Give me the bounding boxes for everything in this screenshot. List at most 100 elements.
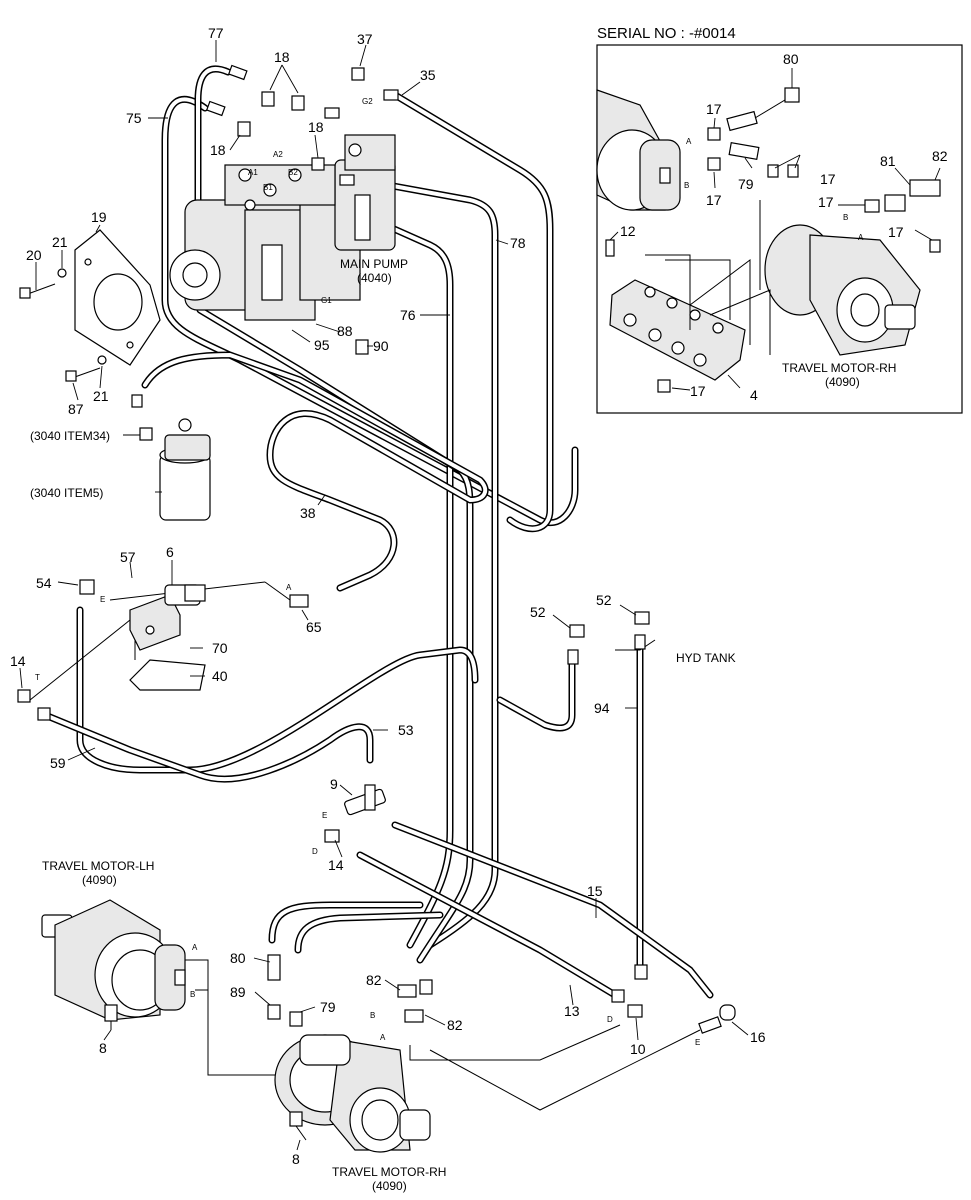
callout-8: 8 — [292, 1151, 300, 1167]
travel-motor-rh-label: TRAVEL MOTOR-RH — [332, 1165, 446, 1179]
inset-travel-motor-rh-label: TRAVEL MOTOR-RH — [782, 361, 896, 375]
line-filter — [139, 418, 211, 521]
port-e-tee: E — [322, 811, 327, 820]
port-d-10: D — [607, 1015, 613, 1024]
callout-88: 88 — [337, 323, 353, 339]
callout-20: 20 — [26, 247, 42, 263]
inset-callout-17: 17 — [706, 192, 722, 208]
inset-callout-4: 4 — [750, 387, 758, 403]
port-a-rh: A — [380, 1033, 386, 1042]
callout-53: 53 — [398, 722, 414, 738]
text-labels: SERIAL NO : -#0014 MAIN PUMP (4040) TRAV… — [30, 25, 896, 1193]
callout-10: 10 — [630, 1041, 646, 1057]
inset-port-a: A — [686, 137, 692, 146]
serial-inset — [596, 44, 963, 414]
callout-35: 35 — [420, 67, 436, 83]
inset-callout-17: 17 — [690, 383, 706, 399]
port-d-tee: D — [312, 847, 318, 856]
callout-14: 14 — [10, 653, 26, 669]
callout-89: 89 — [230, 984, 246, 1000]
port-b2: B2 — [288, 168, 298, 177]
callout-18: 18 — [274, 49, 290, 65]
port-a1: A1 — [248, 168, 258, 177]
callout-57: 57 — [120, 549, 136, 565]
hose-network — [41, 65, 714, 999]
callout-18: 18 — [308, 119, 324, 135]
travel-motor-lh — [41, 899, 186, 1021]
main-pump — [169, 134, 396, 321]
main-pump-label: MAIN PUMP — [340, 257, 408, 271]
callouts: 77 18 37 35 75 18 18 19 20 21 21 87 78 7… — [10, 25, 948, 1167]
callout-70: 70 — [212, 640, 228, 656]
callout-59: 59 — [50, 755, 66, 771]
port-a-lh: A — [192, 943, 198, 952]
inset-callout-80: 80 — [783, 51, 799, 67]
port-b-lh: B — [190, 990, 195, 999]
inset-callout-17: 17 — [888, 224, 904, 240]
mounting-plate — [74, 229, 161, 366]
bolt-8-rh — [289, 1111, 307, 1141]
callout-80: 80 — [230, 950, 246, 966]
inset-travel-motor-rh-ref: (4090) — [825, 375, 860, 389]
inset-callout-17: 17 — [820, 171, 836, 187]
port-b-rh: B — [370, 1011, 375, 1020]
callout-52: 52 — [530, 604, 546, 620]
inset-port-b-motor: B — [843, 213, 848, 222]
fittings — [17, 64, 736, 1034]
callout-75: 75 — [126, 110, 142, 126]
callout-54: 54 — [36, 575, 52, 591]
main-pump-ref: (4040) — [357, 271, 392, 285]
inset-callout-17: 17 — [818, 194, 834, 210]
port-e-16: E — [695, 1038, 700, 1047]
bolt-8-lh — [104, 1004, 118, 1030]
callout-8: 8 — [99, 1040, 107, 1056]
travel-motor-rh — [274, 1034, 431, 1153]
connection-lines — [29, 581, 701, 1111]
callout-14: 14 — [328, 857, 344, 873]
leader-lines — [19, 40, 941, 1151]
callout-21: 21 — [93, 388, 109, 404]
callout-95: 95 — [314, 337, 330, 353]
callout-40: 40 — [212, 668, 228, 684]
callout-79: 79 — [320, 999, 336, 1015]
inset-callout-79: 79 — [738, 176, 754, 192]
callout-15: 15 — [587, 883, 603, 899]
travel-motor-lh-label: TRAVEL MOTOR-LH — [42, 859, 154, 873]
callout-78: 78 — [510, 235, 526, 251]
callout-82: 82 — [366, 972, 382, 988]
callout-13: 13 — [564, 1003, 580, 1019]
port-e-valve: E — [100, 595, 105, 604]
inset-callout-12: 12 — [620, 223, 636, 239]
callout-52: 52 — [596, 592, 612, 608]
callout-94: 94 — [594, 700, 610, 716]
callout-16: 16 — [750, 1029, 766, 1045]
inset-port-a-motor: A — [858, 233, 864, 242]
inset-callout-17: 17 — [706, 101, 722, 117]
inset-port-b: B — [684, 181, 689, 190]
inset-callout-81: 81 — [880, 153, 896, 169]
callout-18: 18 — [210, 142, 226, 158]
port-a-valve: A — [286, 583, 292, 592]
callout-9: 9 — [330, 776, 338, 792]
port-b1: B1 — [263, 183, 273, 192]
callout-76: 76 — [400, 307, 416, 323]
filter-head-ref: (3040 ITEM34) — [30, 429, 110, 443]
travel-motor-lh-ref: (4090) — [82, 873, 117, 887]
hyd-tank-label: HYD TANK — [676, 651, 736, 665]
bolt-87 — [65, 355, 107, 382]
filter-element-ref: (3040 ITEM5) — [30, 486, 103, 500]
callout-77: 77 — [208, 25, 224, 41]
solenoid-valve — [129, 584, 206, 651]
callout-38: 38 — [300, 505, 316, 521]
callout-90: 90 — [373, 338, 389, 354]
callout-19: 19 — [91, 209, 107, 225]
serial-number-note: SERIAL NO : -#0014 — [597, 25, 736, 42]
callout-21: 21 — [52, 234, 68, 250]
callout-87: 87 — [68, 401, 84, 417]
port-g2: G2 — [362, 97, 373, 106]
valve-bracket — [129, 659, 206, 691]
callout-65: 65 — [306, 619, 322, 635]
inset-callout-82: 82 — [932, 148, 948, 164]
port-g1: G1 — [321, 296, 332, 305]
